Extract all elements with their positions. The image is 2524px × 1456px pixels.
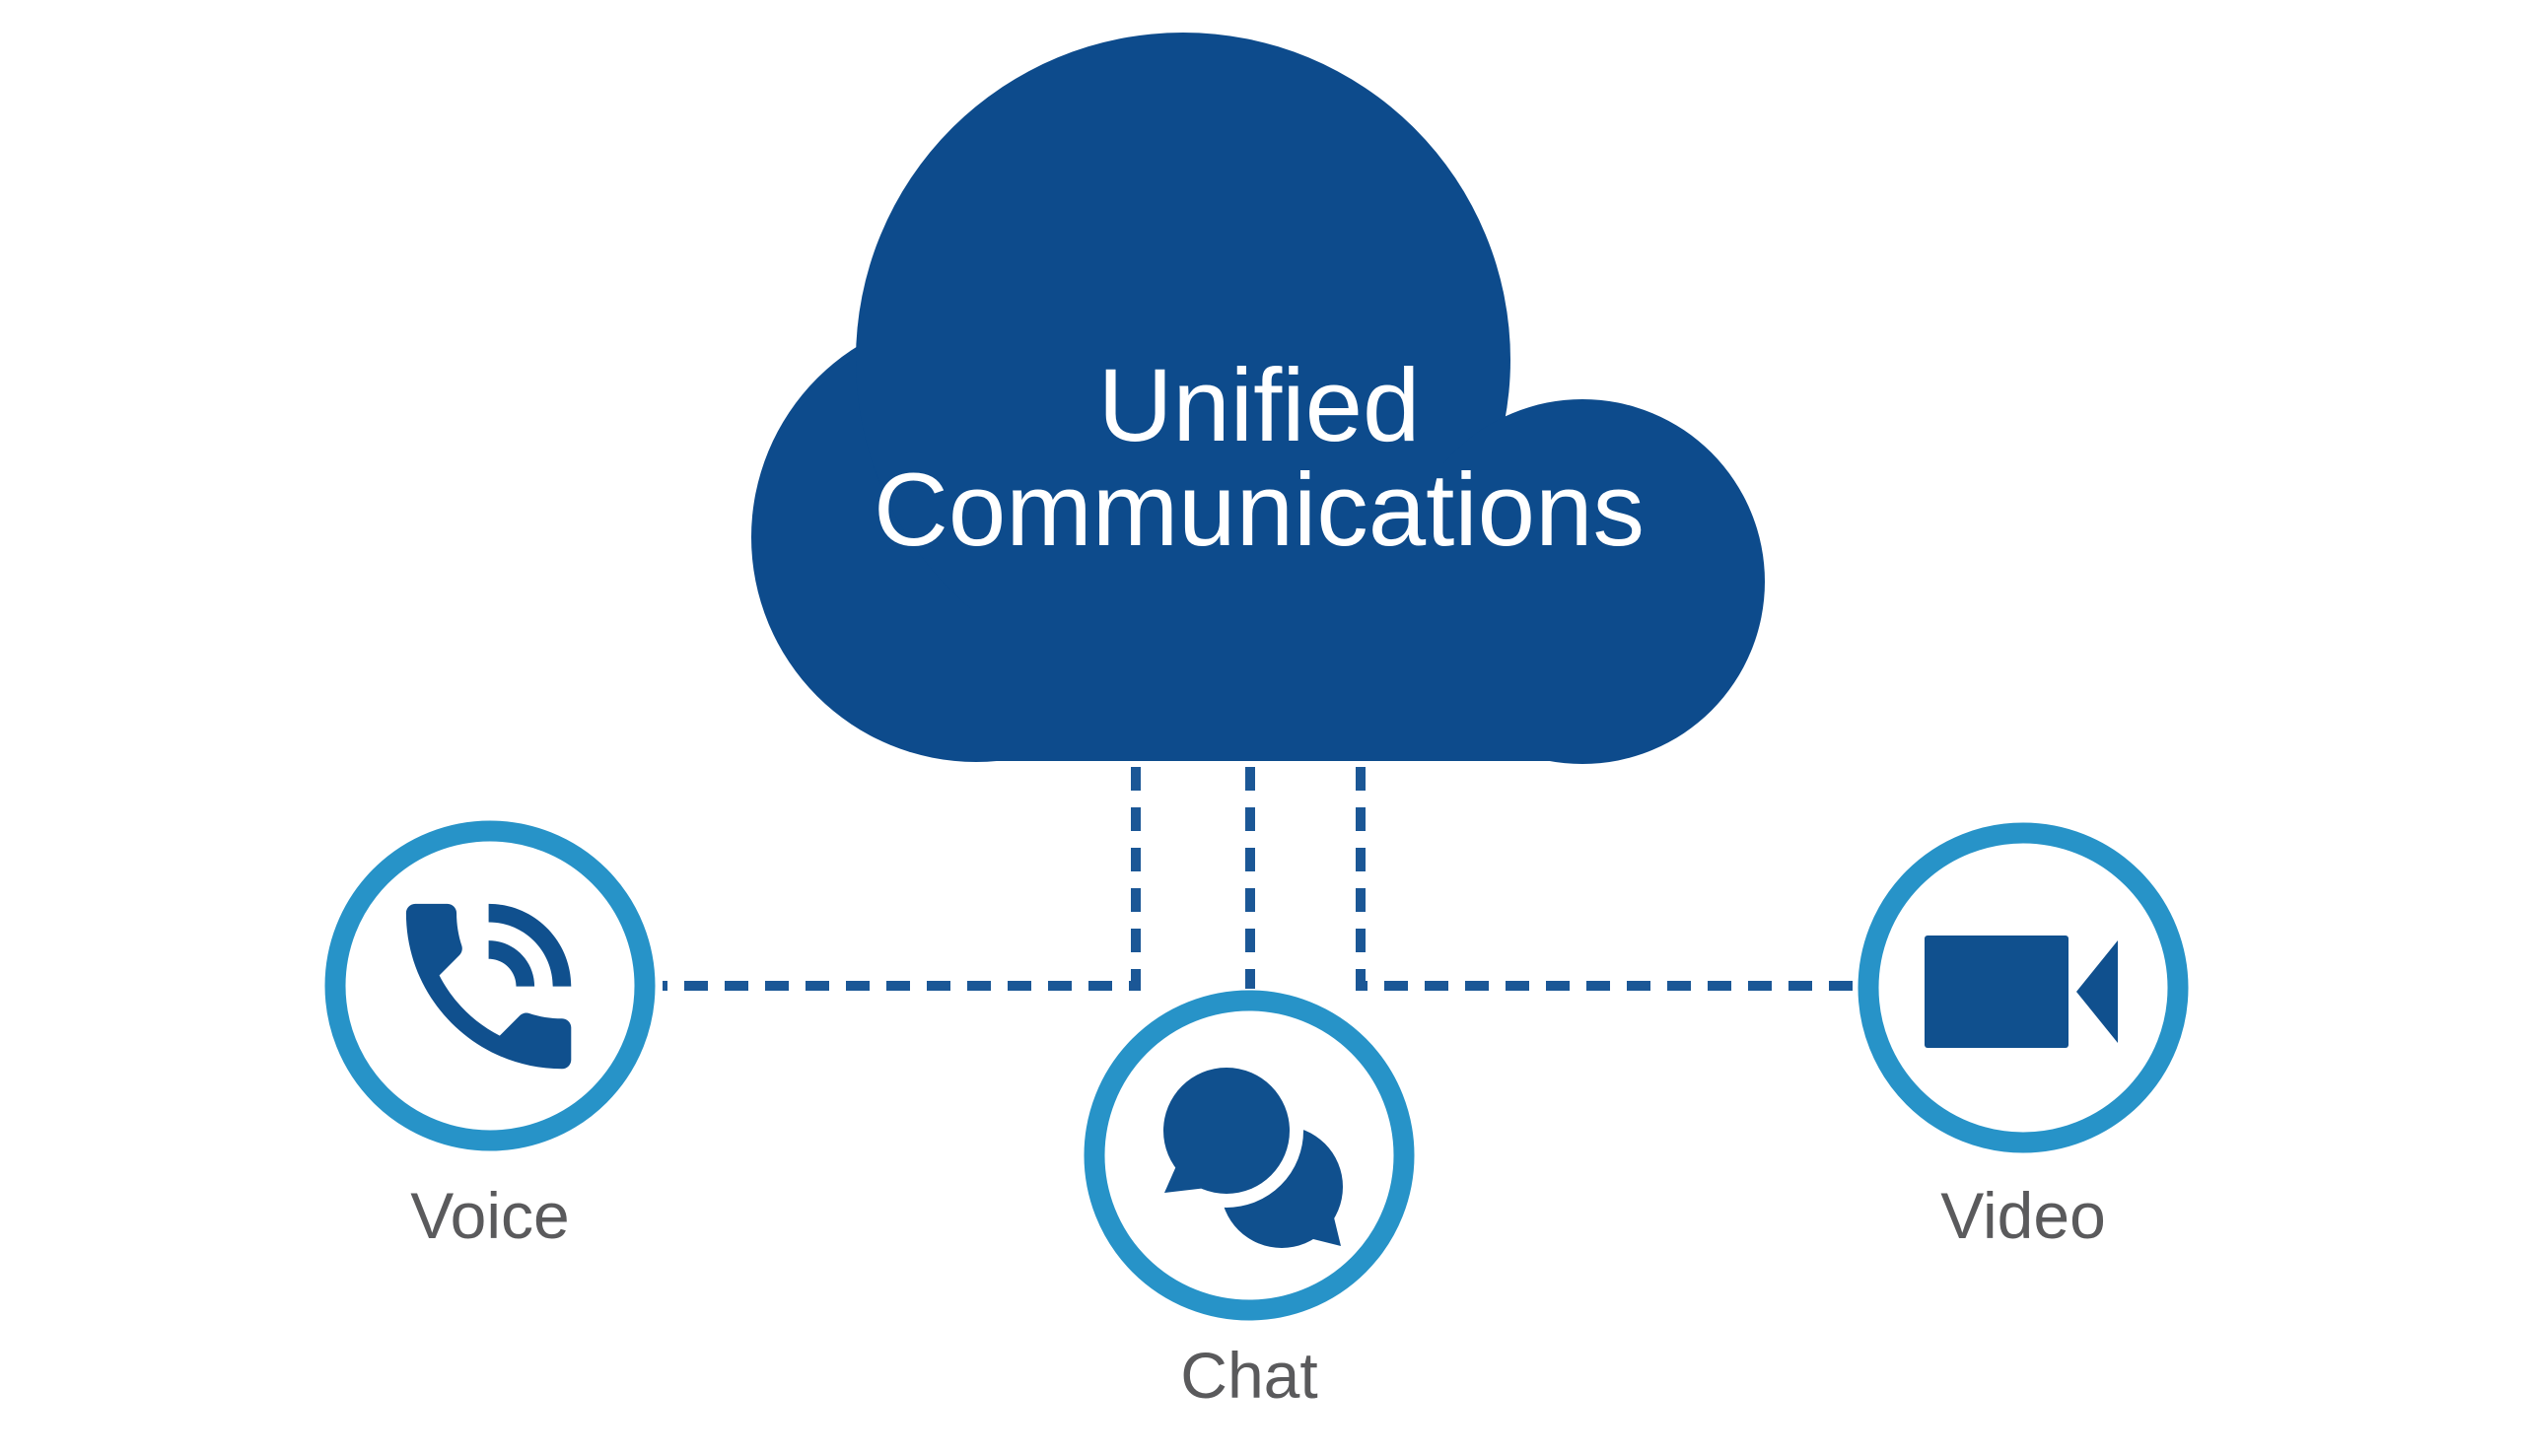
chat-bubbles-icon — [1150, 1054, 1343, 1248]
video-label: Video — [1940, 1179, 2106, 1252]
connector-video — [1356, 767, 1858, 991]
chat-node: Chat — [1084, 990, 1415, 1412]
chat-bubble-front-tail — [1164, 1159, 1207, 1193]
cloud-title-line2: Communications — [874, 452, 1645, 568]
video-camera-lens — [2076, 940, 2118, 1043]
voice-label: Voice — [410, 1179, 569, 1252]
video-node: Video — [1858, 822, 2189, 1252]
video-camera-body — [1925, 936, 2068, 1048]
voice-circle — [324, 820, 656, 1151]
cloud-title-line1: Unified — [1098, 348, 1421, 463]
chat-bubble-back-tail — [1294, 1189, 1341, 1246]
voice-node: Voice — [324, 820, 656, 1252]
chat-bubble-front — [1163, 1068, 1290, 1194]
connector-voice — [663, 767, 1141, 991]
phone-icon — [405, 903, 572, 1070]
chat-label: Chat — [1180, 1339, 1317, 1412]
video-camera-icon — [1925, 936, 2118, 1048]
cloud-body — [971, 463, 1587, 761]
cloud-shape — [751, 33, 1765, 764]
